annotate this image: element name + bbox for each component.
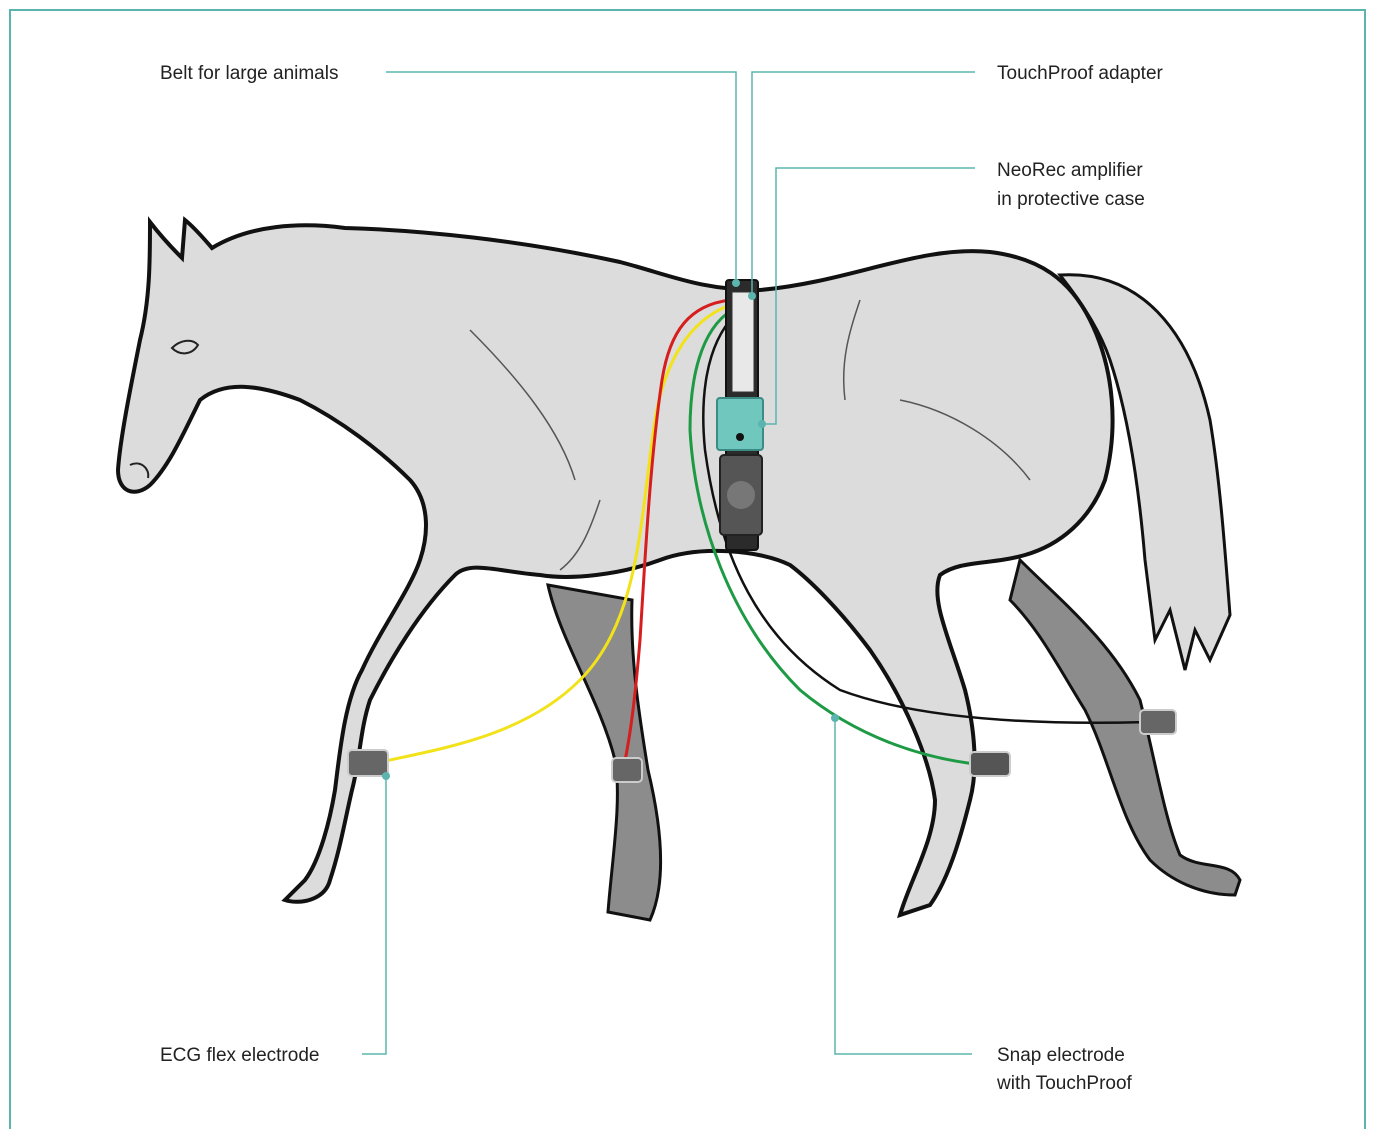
label-touchproof-adapter: TouchProof adapter (997, 63, 1164, 84)
label-amplifier-line1: NeoRec amplifier (997, 160, 1143, 181)
amplifier-button (736, 433, 744, 441)
horse-body (118, 220, 1113, 915)
label-snap-line1: Snap electrode (997, 1045, 1125, 1066)
label-ecg-electrode: ECG flex electrode (160, 1045, 319, 1066)
label-belt: Belt for large animals (160, 63, 338, 84)
label-amplifier-line2: in protective case (997, 189, 1145, 210)
touchproof-adapter (732, 292, 754, 392)
label-snap-line2: with TouchProof (996, 1073, 1133, 1094)
ecg-flex-electrode-far-hind (1140, 710, 1176, 734)
neorec-amplifier (717, 398, 763, 450)
far-front-leg (548, 585, 661, 920)
buckle-knob (727, 481, 755, 509)
ecg-flex-electrode-far-front (612, 758, 642, 782)
snap-electrode-hind (970, 752, 1010, 776)
ecg-leader (362, 776, 386, 1054)
ecg-flex-electrode-front (348, 750, 388, 776)
